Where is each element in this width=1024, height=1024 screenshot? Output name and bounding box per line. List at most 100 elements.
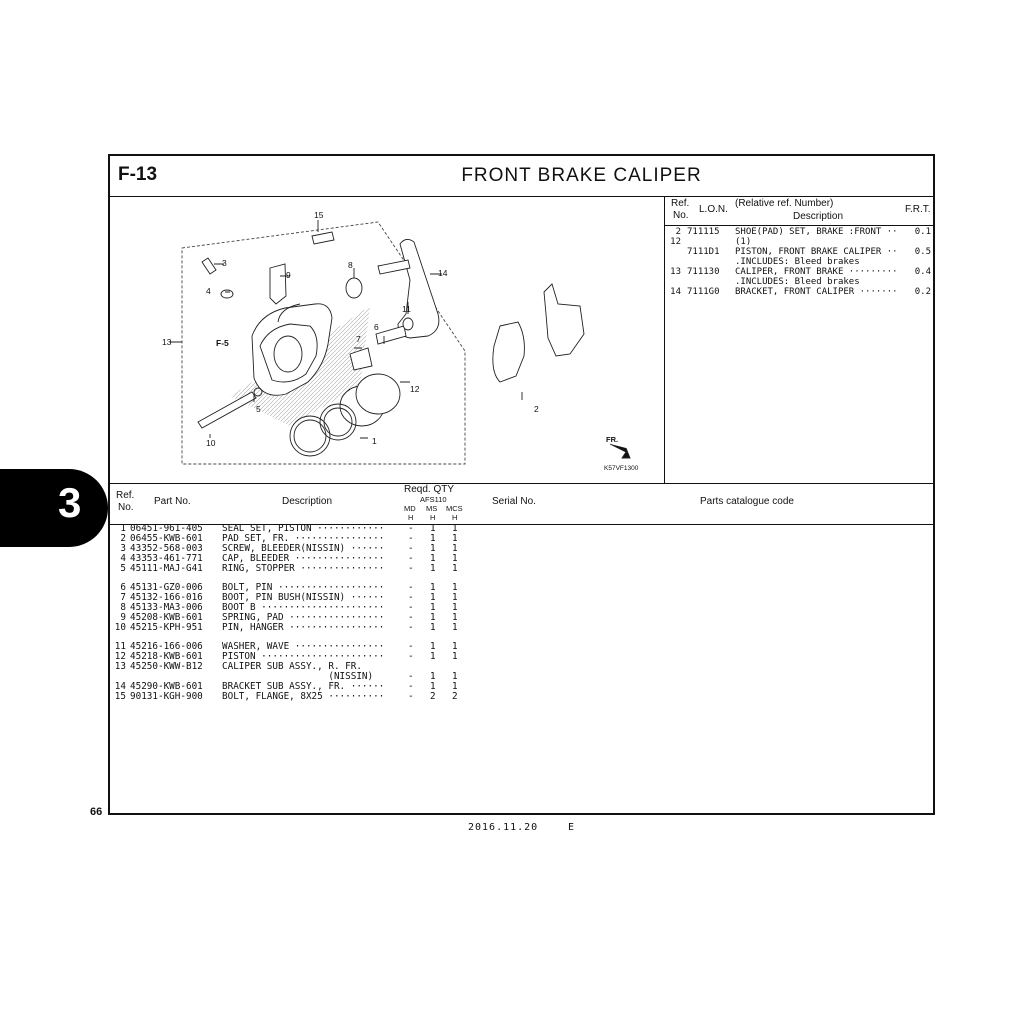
parts-cell-part: 45216-166-006 <box>130 641 203 652</box>
parts-cell-ref: 13 <box>114 661 126 672</box>
parts-cell-part: 45133-MA3-006 <box>130 602 203 613</box>
parts-header-ms: MS <box>426 504 438 513</box>
parts-cell-part: 45132-166-016 <box>130 592 203 603</box>
table-row: 12 45218-KWB-601 PISTON ··················… <box>110 652 933 662</box>
boot-b <box>345 277 363 299</box>
title-bar: F-13 FRONT BRAKE CALIPER <box>110 156 933 197</box>
parts-cell-part: 45250-KWW-B12 <box>130 661 203 672</box>
parts-cell-ms: 1 <box>430 543 436 554</box>
parts-cell-part: 43353-461-771 <box>130 553 203 564</box>
callout-7: 7 <box>356 334 361 344</box>
parts-cell-desc: RING, STOPPER ··············· <box>222 563 385 574</box>
parts-cell-mcs: 1 <box>452 543 458 554</box>
ref-cell-lon: 711130 <box>687 267 720 277</box>
ref-header-lon: L.O.N. <box>699 204 728 215</box>
parts-cell-ref: 5 <box>120 563 126 574</box>
parts-cell-ms: 1 <box>430 622 436 633</box>
parts-cell-part: 45111-MAJ-G41 <box>130 563 203 574</box>
bleeder-cap <box>220 289 234 299</box>
parts-cell-md: - <box>408 641 414 652</box>
parts-cell-ref: 6 <box>120 582 126 593</box>
ref-header-relative: (Relative ref. Number) <box>735 198 834 209</box>
callout-3: 3 <box>222 258 227 268</box>
parts-cell-ref: 3 <box>120 543 126 554</box>
ref-cell-frt: 0.4 <box>914 267 931 277</box>
parts-cell-ref: 7 <box>120 592 126 603</box>
parts-cell-part: 45218-KWB-601 <box>130 651 203 662</box>
callout-9: 9 <box>286 270 291 280</box>
ref-header-frt: F.R.T. <box>905 204 931 215</box>
callout-10: 10 <box>206 438 216 448</box>
direction-label: FR. <box>606 435 618 444</box>
parts-cell-md: - <box>408 543 414 554</box>
parts-header-ms-sub: H <box>430 513 436 522</box>
ref-cell-frt: 0.5 <box>914 247 931 257</box>
parts-cell-mcs: 1 <box>452 563 458 574</box>
pad-left <box>492 321 525 383</box>
parts-cell-ms: 1 <box>430 533 436 544</box>
parts-header-md: MD <box>404 504 416 513</box>
parts-cell-part: 45215-KPH-951 <box>130 622 203 633</box>
parts-cell-ref: 12 <box>114 651 126 662</box>
parts-cell-desc: BOOT, PIN BUSH(NISSIN) ······ <box>222 592 385 603</box>
parts-cell-mcs: 1 <box>452 651 458 662</box>
ref-cell-lon: 7111D1 <box>687 247 720 257</box>
parts-cell-desc: WASHER, WAVE ················ <box>222 641 385 652</box>
parts-cell-desc: PISTON ······················ <box>222 651 385 662</box>
parts-cell-ref: 1 <box>120 523 126 534</box>
parts-table-header: Ref. No. Part No. Description Reqd. QTY … <box>110 483 933 525</box>
ref-table-row: .INCLUDES: Bleed brakes <box>665 277 933 287</box>
parts-cell-ms: 2 <box>430 691 436 702</box>
ref-cell-ref: 13 <box>670 267 681 277</box>
pin-bush-boot <box>349 347 373 371</box>
parts-header-md-sub: H <box>408 513 414 522</box>
parts-cell-desc: CAP, BLEEDER ················ <box>222 553 385 564</box>
parts-cell-desc: SCREW, BLEEDER(NISSIN) ······ <box>222 543 385 554</box>
parts-cell-md: - <box>408 523 414 534</box>
parts-cell-ref: 15 <box>114 691 126 702</box>
pad-right <box>543 283 585 357</box>
ref-cell-desc: CALIPER, FRONT BRAKE ········· <box>735 267 898 277</box>
ref-table-row: 13 711130 CALIPER, FRONT BRAKE ········· 0.… <box>665 267 933 277</box>
ref-cell-ref: 2 <box>675 227 681 237</box>
parts-cell-ms: 1 <box>430 592 436 603</box>
callout-6: 6 <box>374 322 379 332</box>
parts-cell-mcs: 1 <box>452 671 458 682</box>
parts-cell-ref: 4 <box>120 553 126 564</box>
parts-cell-mcs: 1 <box>452 612 458 623</box>
ref-cell-desc: BRACKET, FRONT CALIPER ······· <box>735 287 898 297</box>
parts-header-ref: Ref. <box>116 490 135 501</box>
assembly-outline <box>181 221 466 465</box>
parts-cell-desc: BRACKET SUB ASSY., FR. ······ <box>222 681 385 692</box>
parts-cell-part: 45290-KWB-601 <box>130 681 203 692</box>
parts-cell-desc: BOOT B ······················ <box>222 602 385 613</box>
parts-header-no: No. <box>118 502 134 513</box>
parts-cell-md: - <box>408 602 414 613</box>
parts-cell-mcs: 1 <box>452 681 458 692</box>
section-tab: 3 <box>0 469 108 547</box>
parts-cell-md: - <box>408 563 414 574</box>
seal-ring-outer <box>319 403 357 441</box>
flange-bolt <box>311 231 335 245</box>
figure-title: FRONT BRAKE CALIPER <box>461 165 702 186</box>
parts-cell-part: 45131-GZ0-006 <box>130 582 203 593</box>
parts-cell-part: 45208-KWB-601 <box>130 612 203 623</box>
parts-header-description: Description <box>282 496 333 507</box>
pin-bolt <box>375 325 407 345</box>
parts-cell-md: - <box>408 582 414 593</box>
seal-ring-inner <box>289 415 331 457</box>
parts-cell-ms: 1 <box>430 681 436 692</box>
parts-cell-desc: (NISSIN) <box>222 671 374 682</box>
parts-cell-desc: BOLT, PIN ··················· <box>222 582 385 593</box>
ref-header-no: No. <box>673 210 689 221</box>
parts-cell-desc: CALIPER SUB ASSY., R. FR. <box>222 661 362 672</box>
page-number: 66 <box>90 806 103 818</box>
